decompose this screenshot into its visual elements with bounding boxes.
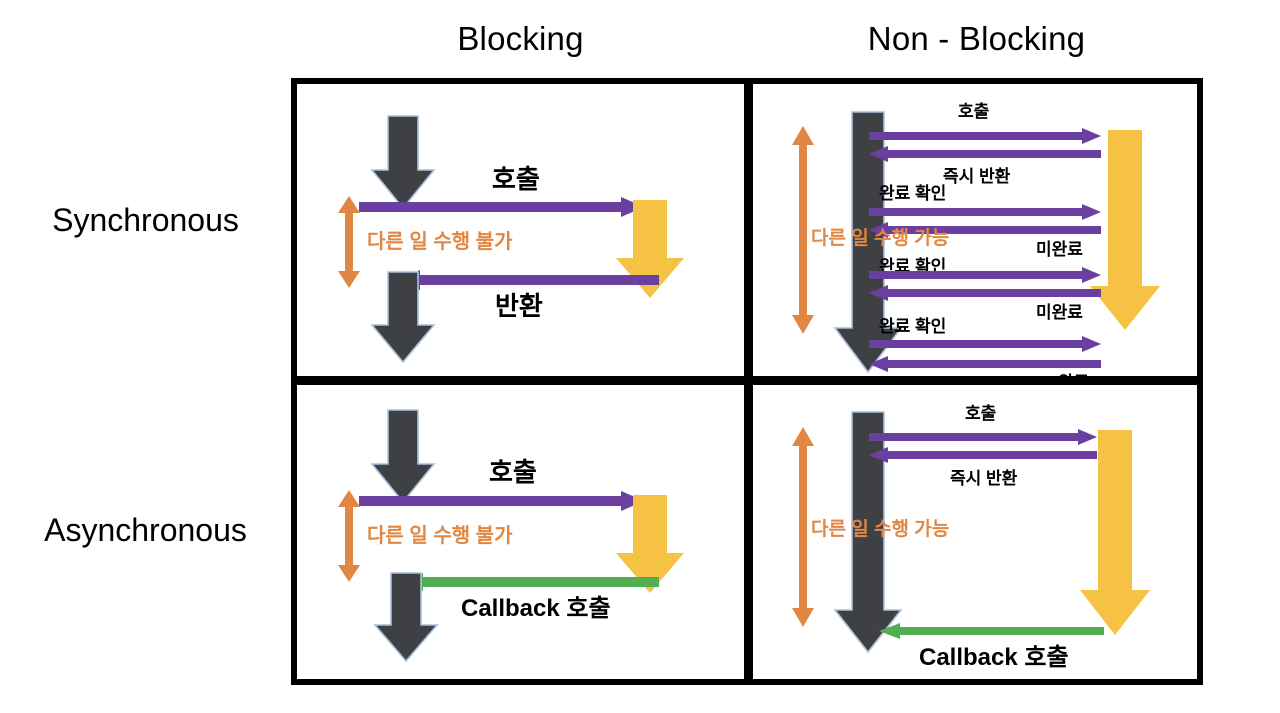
message-arrow-incomplete (869, 285, 1101, 301)
message-label-check-complete: 완료 확인 (879, 317, 947, 336)
quadrant-sync-blocking: 호출 반환 다른 일 수행 불가 (291, 78, 750, 382)
quadrant-async-blocking: 호출 Callback 호출 다른 일 수행 불가 (291, 379, 750, 685)
message-arrow-immediate-return (869, 447, 1097, 463)
message-label-check-complete: 완료 확인 (879, 257, 947, 276)
callee-arrow-long (1080, 430, 1150, 635)
callee-arrow-long (1090, 130, 1160, 330)
message-arrow-incomplete (869, 222, 1101, 238)
message-label-call: 호출 (958, 102, 990, 121)
caller-arrow-bottom (373, 572, 439, 663)
non-blocking-span-indicator (792, 126, 814, 334)
message-label-call: 호출 (965, 404, 997, 423)
blocking-span-indicator (338, 196, 360, 288)
column-header-non-blocking: Non - Blocking (867, 20, 1086, 57)
message-label-call: 호출 (492, 164, 540, 194)
annotation-can-do-other-work: 다른 일 수행 가능 (811, 228, 950, 249)
message-label-incomplete: 미완료 (1036, 240, 1083, 259)
message-arrow-check-complete (869, 267, 1101, 283)
message-arrow-call (869, 128, 1101, 144)
row-header-asynchronous: Asynchronous (44, 512, 247, 548)
message-label-callback: Callback 호출 (461, 595, 611, 622)
message-arrow-check-complete (869, 204, 1101, 220)
non-blocking-span-indicator (792, 427, 814, 627)
message-label-return: 반환 (495, 291, 543, 321)
caller-arrow-top (370, 115, 436, 210)
message-arrow-check-complete (869, 336, 1101, 352)
message-label-immediate-return: 즉시 반환 (950, 469, 1018, 488)
message-label-callback: Callback 호출 (919, 644, 1069, 671)
message-arrow-call (869, 429, 1097, 445)
quadrant-async-nonblocking: 호출 즉시 반환 Callback 호출 다른 일 수행 가능 (747, 379, 1203, 685)
callee-arrow (616, 495, 684, 593)
caller-arrow-bottom (370, 271, 436, 364)
message-label-check-complete: 완료 확인 (879, 184, 947, 203)
row-header-synchronous: Synchronous (52, 202, 239, 238)
message-label-complete: 완료 (1058, 374, 1089, 376)
message-label-incomplete: 미완료 (1036, 303, 1083, 322)
annotation-cannot-do-other-work: 다른 일 수행 불가 (367, 231, 513, 253)
message-label-call: 호출 (489, 457, 537, 487)
callee-arrow (616, 200, 684, 298)
quadrant-sync-nonblocking: 호출 즉시 반환 완료 확인 미완료 완료 확인 미완료 완료 확인 (747, 78, 1203, 382)
message-arrow-callback (879, 623, 1104, 639)
annotation-can-do-other-work: 다른 일 수행 가능 (811, 519, 950, 540)
column-header-blocking: Blocking (457, 20, 584, 57)
message-arrow-complete (869, 356, 1101, 372)
message-arrow-immediate-return (869, 146, 1101, 162)
message-label-immediate-return: 즉시 반환 (943, 167, 1011, 186)
blocking-span-indicator (338, 490, 360, 582)
annotation-cannot-do-other-work: 다른 일 수행 불가 (367, 525, 513, 547)
caller-arrow-top (370, 409, 436, 504)
message-arrow-callback (399, 573, 659, 591)
message-arrow-call (359, 197, 644, 217)
message-arrow-return (397, 270, 659, 290)
message-arrow-call (359, 491, 644, 511)
